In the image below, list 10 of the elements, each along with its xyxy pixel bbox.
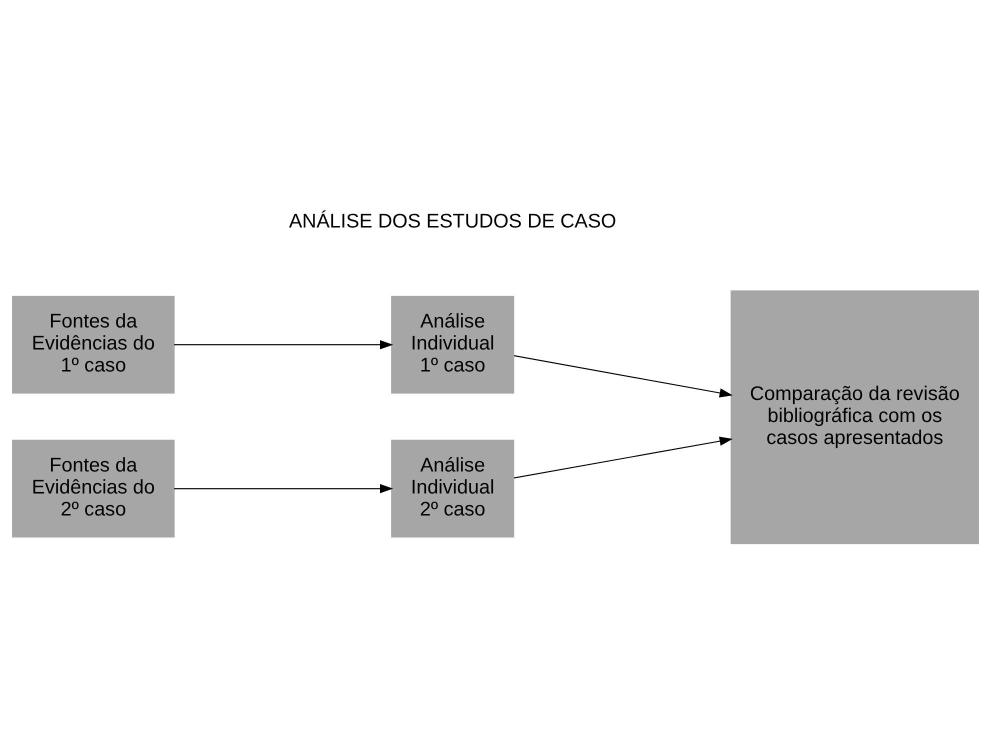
arrow	[514, 354, 733, 398]
arrow	[174, 340, 394, 349]
arrow	[174, 484, 394, 493]
node-box: Fontes da Evidências do 1º caso	[12, 295, 175, 394]
arrow	[514, 436, 733, 478]
node-box: Comparação da revisão bibliográfica com os casos apresentados	[730, 290, 979, 544]
label: ANÁLISE DOS ESTUDOS DE CASO	[288, 210, 616, 232]
node-box: Análise Individual 1º caso	[391, 295, 514, 394]
node-box: Análise Individual 2º caso	[391, 439, 514, 538]
node-box: Fontes da Evidências do 2º caso	[12, 439, 175, 538]
